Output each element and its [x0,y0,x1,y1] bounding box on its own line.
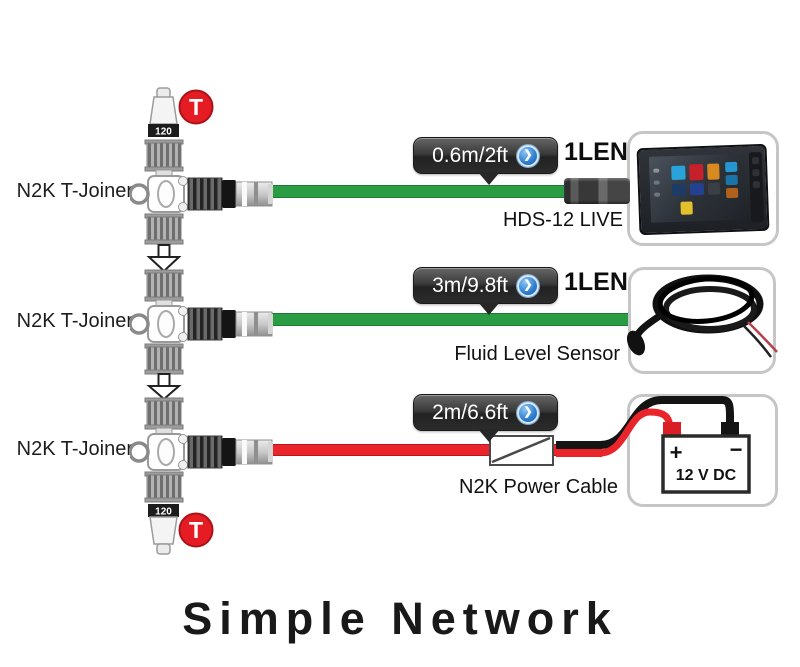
battery-positive-terminal [663,422,681,436]
fluid-level-sensor-label: Fluid Level Sensor [454,343,620,365]
terminator-bottom: 120 [148,504,179,555]
chevron-right-icon: ❯ [516,401,539,424]
chevron-right-icon: ❯ [516,144,539,167]
terminator-top-value: 120 [155,127,172,138]
n2k-power-cable-label: N2K Power Cable [459,476,618,498]
terminator-badge-letter: T [189,94,203,120]
battery-negative-terminal [721,422,739,436]
battery-plus-sign: + [670,440,683,465]
down-arrow-2 [146,373,182,401]
battery-12vdc-image: + − 12 V DC [600,396,751,494]
green-drop-cable-2 [268,313,628,326]
hds-button-bezel [748,151,765,223]
battery-positive-wire [556,449,602,457]
cable-1-length-callout: 0.6m/2ft ❯ [413,137,558,185]
green-drop-cable-1 [268,185,570,198]
t-joiner-1 [130,139,273,245]
red-power-cable [268,444,562,456]
t-joiner-2 [130,269,273,375]
cable-1-length-text: 0.6m/2ft [432,143,508,167]
t-joiner-1-label: N2K T-Joiner [16,180,133,202]
battery-body [661,434,751,494]
cable-3-length-callout: 2m/6.6ft ❯ [413,394,558,442]
cable-2-len-tag: 1LEN [564,268,628,296]
n2k-backbone: 120 T [130,87,273,555]
hds-12-live-device-image [636,143,770,236]
fluid-level-sensor-image [626,274,778,358]
cable-1-device-connector [564,178,630,204]
battery-minus-sign: − [730,437,743,462]
hds-screen [648,153,747,223]
t-joiner-2-label: N2K T-Joiner [16,310,133,332]
chevron-right-icon: ❯ [516,274,539,297]
cable-2-length-callout: 3m/9.8ft ❯ [413,267,558,315]
terminator-top-badge: T [178,89,214,125]
terminator-bottom-value: 120 [155,507,172,518]
terminator-top: 120 [148,87,179,138]
diagram-title: Simple Network [182,593,618,644]
down-arrow-1 [146,244,182,273]
battery-voltage-label: 12 V DC [676,467,737,484]
battery-negative-wire [556,441,602,449]
t-joiner-3 [130,397,273,503]
hds-12-live-label: HDS-12 LIVE [502,209,623,231]
cable-1-len-tag: 1LEN [564,138,628,166]
cable-3-length-text: 2m/6.6ft [432,400,508,424]
cable-2-length-text: 3m/9.8ft [432,273,508,297]
t-joiner-3-label: N2K T-Joiner [16,438,133,460]
terminator-badge-letter: T [189,517,203,543]
terminator-bottom-badge: T [178,512,214,548]
